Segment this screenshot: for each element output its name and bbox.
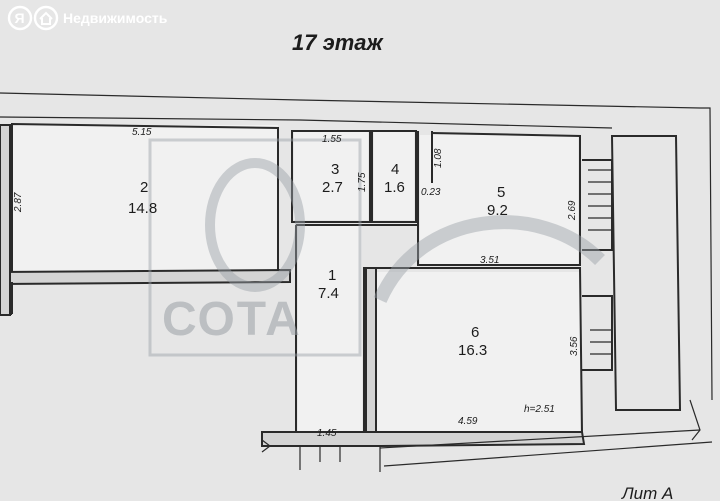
dim-room6-width: 4.59 bbox=[458, 416, 478, 427]
dim-room2-width: 5.15 bbox=[132, 127, 152, 138]
room-2-number: 2 bbox=[140, 179, 148, 196]
room-3-number: 3 bbox=[331, 161, 339, 178]
svg-text:Я: Я bbox=[15, 10, 25, 26]
room-4 bbox=[371, 130, 417, 223]
room-5-area: 9.2 bbox=[487, 202, 508, 219]
room-4-number: 4 bbox=[391, 161, 399, 178]
room-4-area: 1.6 bbox=[384, 179, 405, 196]
dim-room3-width: 1.55 bbox=[322, 134, 342, 145]
dim-corridor-width: 1.45 bbox=[317, 428, 337, 439]
dim-room4-offset: 0.23 bbox=[421, 187, 441, 198]
room-3 bbox=[291, 130, 371, 223]
yandex-ya-logo-icon bbox=[7, 5, 33, 31]
dim-room5-width: 3.51 bbox=[480, 255, 499, 266]
home-icon bbox=[33, 5, 59, 31]
room-2 bbox=[0, 122, 291, 315]
room-5-number: 5 bbox=[497, 184, 505, 201]
room-1-number: 1 bbox=[328, 267, 336, 284]
dim-room2-height: 2.87 bbox=[13, 192, 24, 213]
ceiling-height-label: h=2.51 bbox=[524, 404, 555, 415]
room-5 bbox=[417, 131, 581, 266]
dim-room5-height: 2.69 bbox=[567, 200, 578, 221]
watermark-text: СОТА bbox=[162, 293, 302, 346]
stair-block bbox=[582, 135, 682, 411]
floor-title: 17 этаж bbox=[292, 30, 385, 55]
room-1 bbox=[295, 224, 418, 433]
room-1-area: 7.4 bbox=[318, 285, 339, 302]
room-6-area: 16.3 bbox=[458, 342, 487, 359]
brand-logo: Я Недвижимость bbox=[7, 5, 168, 31]
dim-room3-height: 1.75 bbox=[357, 172, 368, 192]
watermark: СОТА bbox=[148, 138, 605, 357]
brand-name: Недвижимость bbox=[63, 10, 168, 26]
room-2-area: 14.8 bbox=[128, 200, 157, 217]
room-6 bbox=[365, 267, 584, 435]
room-3-area: 2.7 bbox=[322, 179, 343, 196]
dim-room4-height: 1.08 bbox=[433, 148, 444, 168]
room-6-number: 6 bbox=[471, 324, 479, 341]
dim-room6-height: 3.56 bbox=[569, 336, 580, 356]
lit-label: Лит А bbox=[621, 484, 673, 501]
